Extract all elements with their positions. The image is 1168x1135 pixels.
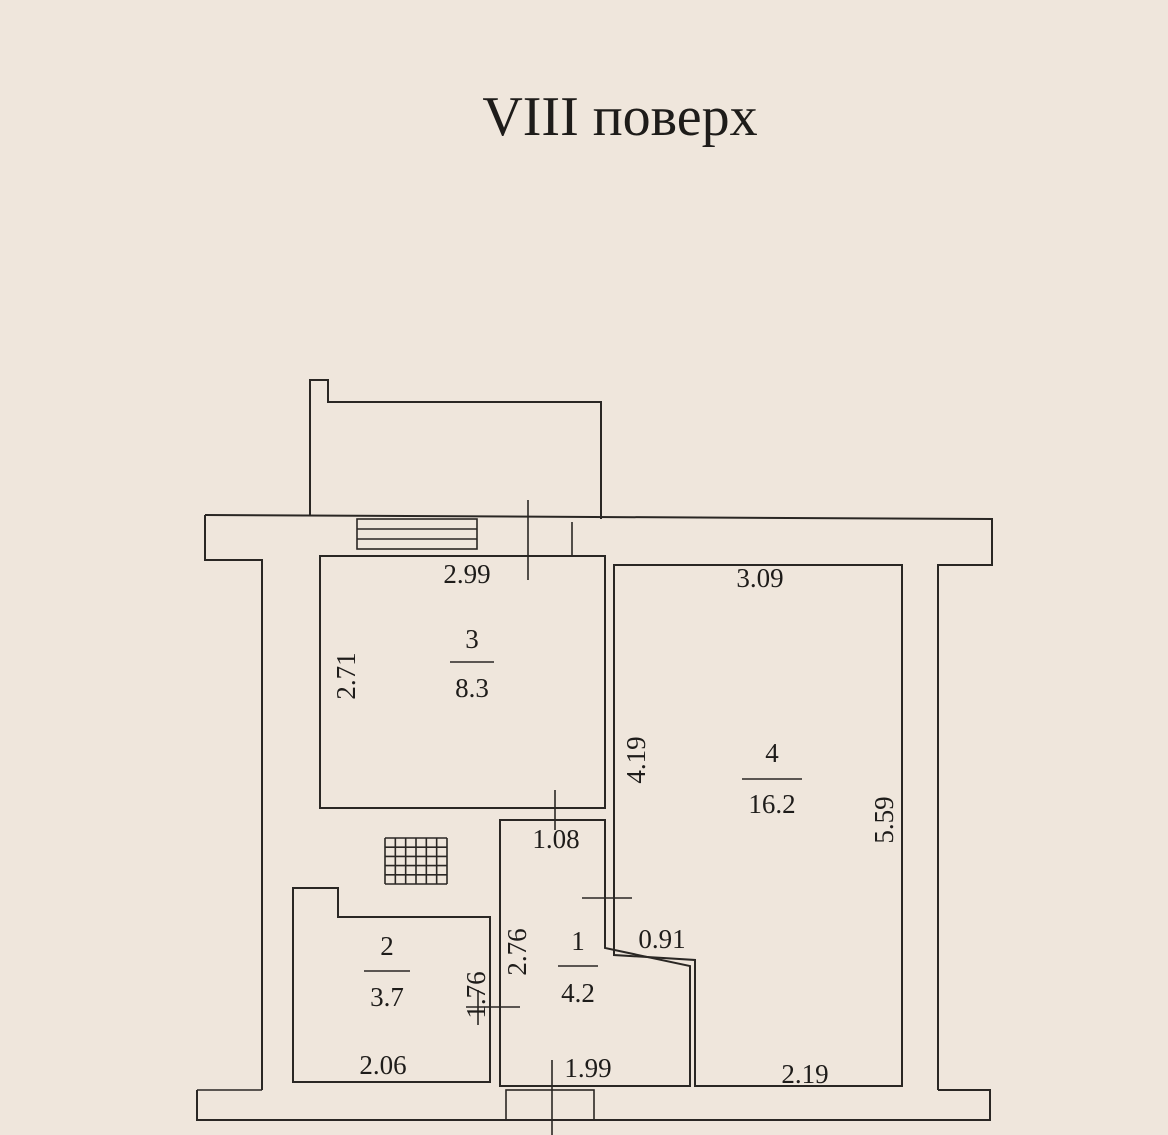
room-3-number: 3 [465,624,479,654]
dim-room4-bottom: 2.19 [781,1059,828,1089]
dim-room2-height: 1.76 [461,971,491,1018]
room-4-number: 4 [765,738,779,768]
dim-room4-top: 3.09 [736,563,783,593]
floor-title: VIII поверх [482,86,757,148]
door-balcony [527,500,573,580]
dim-hall-top: 1.08 [532,824,579,854]
shower-grid [384,837,448,885]
window-room3 [356,518,478,550]
dim-room4-inner: 4.19 [621,736,651,783]
room-2-area: 3.7 [370,982,404,1012]
dim-hall-bottom: 1.99 [564,1053,611,1083]
room-1-label: 1 4.2 [558,926,598,1008]
balcony [309,379,602,519]
room-2-number: 2 [380,931,394,961]
exterior-wall-bottom [196,1060,991,1135]
room-1-area: 4.2 [561,978,595,1008]
room-2 [292,887,520,1083]
room-2-label: 2 3.7 [364,931,410,1012]
dim-hall-height: 2.76 [502,928,532,975]
room-1-number: 1 [571,926,585,956]
exterior-wall-top [204,514,993,1090]
room-3-area: 8.3 [455,673,489,703]
dim-room4-height: 5.59 [869,796,899,843]
room-3 [319,555,606,830]
dim-room2-width: 2.06 [359,1050,406,1080]
dim-room3-height: 2.71 [331,652,361,699]
room-3-label: 3 8.3 [450,624,494,703]
room-4 [582,564,903,1087]
room-4-area: 16.2 [748,789,795,819]
dim-hall-notch: 0.91 [638,924,685,954]
room-1 [499,819,691,1087]
dim-room3-width: 2.99 [443,559,490,589]
room-4-label: 4 16.2 [742,738,802,819]
